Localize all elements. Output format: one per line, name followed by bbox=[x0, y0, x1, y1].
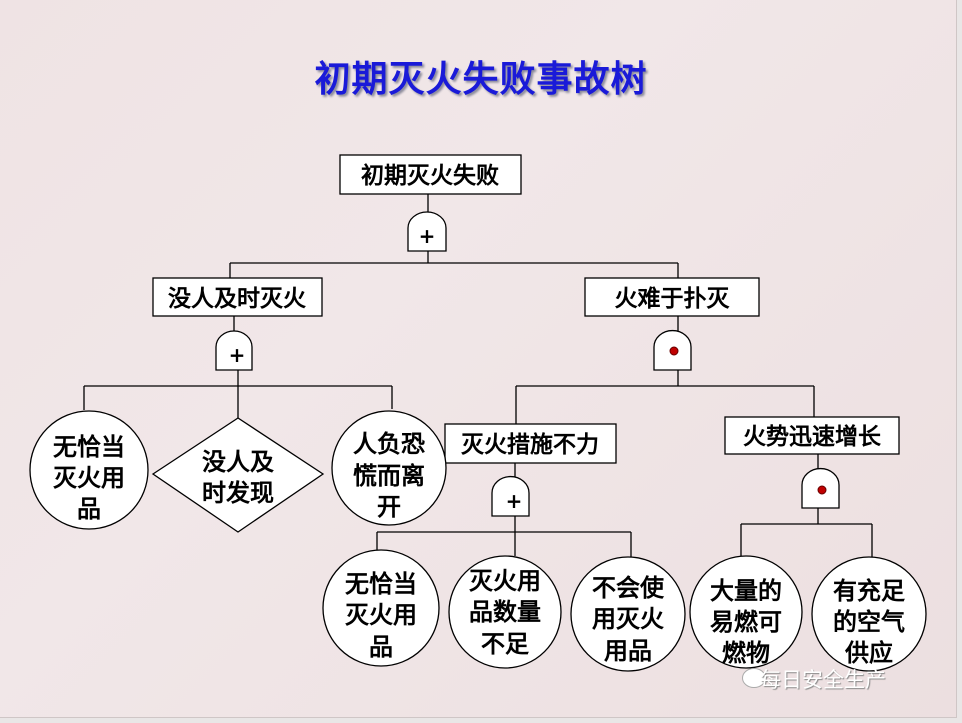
svg-text:火势迅速增长: 火势迅速增长 bbox=[743, 423, 882, 450]
event-r1[interactable]: 灭火措施不力 bbox=[444, 423, 617, 464]
svg-text:火难于扑灭: 火难于扑灭 bbox=[615, 286, 731, 312]
basic-event-b5[interactable] bbox=[811, 556, 927, 672]
basic-event-l1[interactable] bbox=[29, 410, 149, 530]
event-r2[interactable]: 火势迅速增长 bbox=[724, 416, 900, 455]
and-dot-icon bbox=[669, 346, 679, 356]
or-gate-icon bbox=[491, 475, 530, 517]
or-gate-icon bbox=[407, 211, 447, 252]
svg-text:灭火用: 灭火用 bbox=[345, 601, 417, 629]
svg-text:用灭火: 用灭火 bbox=[592, 605, 664, 633]
svg-text:没人及: 没人及 bbox=[202, 448, 274, 476]
svg-text:易燃可: 易燃可 bbox=[710, 608, 782, 636]
basic-event-l3[interactable] bbox=[331, 410, 447, 526]
svg-text:品数量: 品数量 bbox=[469, 598, 541, 626]
svg-text:不会使: 不会使 bbox=[592, 574, 665, 602]
svg-text:灭火用: 灭火用 bbox=[53, 464, 125, 492]
svg-text:没人及时灭火: 没人及时灭火 bbox=[168, 286, 306, 312]
svg-text:用品: 用品 bbox=[604, 637, 652, 665]
event-left[interactable]: 没人及时灭火 bbox=[152, 277, 323, 317]
and-dot-icon bbox=[817, 485, 827, 495]
svg-text:大量的: 大量的 bbox=[710, 577, 782, 605]
or-symbol: + bbox=[506, 489, 523, 513]
or-symbol: + bbox=[229, 343, 246, 367]
svg-text:的空气: 的空气 bbox=[833, 608, 905, 636]
svg-text:品: 品 bbox=[77, 495, 101, 523]
svg-text:燃物: 燃物 bbox=[722, 639, 770, 667]
basic-event-b2[interactable] bbox=[448, 555, 562, 669]
svg-text:无恰当: 无恰当 bbox=[345, 570, 417, 598]
event-right[interactable]: 火难于扑灭 bbox=[584, 277, 760, 317]
or-gate-icon bbox=[215, 330, 253, 371]
basic-event-b1[interactable] bbox=[322, 549, 440, 667]
svg-text:人负恐: 人负恐 bbox=[353, 430, 425, 458]
svg-text:供应: 供应 bbox=[844, 639, 893, 667]
or-symbol: + bbox=[419, 224, 436, 248]
wechat-icon bbox=[742, 668, 766, 688]
svg-text:有充足: 有充足 bbox=[833, 577, 905, 605]
svg-text:灭火用: 灭火用 bbox=[469, 567, 541, 595]
basic-event-b3[interactable] bbox=[570, 556, 686, 672]
svg-text:无恰当: 无恰当 bbox=[53, 433, 125, 461]
svg-text:时发现: 时发现 bbox=[202, 479, 274, 507]
svg-text:开: 开 bbox=[377, 493, 401, 521]
svg-text:品: 品 bbox=[369, 633, 393, 661]
connectors bbox=[83, 194, 873, 557]
svg-text:灭火措施不力: 灭火措施不力 bbox=[461, 431, 599, 458]
basic-event-b4[interactable] bbox=[689, 555, 803, 669]
svg-text:不足: 不足 bbox=[481, 630, 529, 658]
watermark: 每日安全生产 bbox=[760, 668, 886, 692]
event-top[interactable]: 初期灭火失败 bbox=[339, 154, 522, 195]
undeveloped-event-l2[interactable] bbox=[151, 417, 325, 533]
svg-text:慌而离: 慌而离 bbox=[353, 462, 425, 490]
svg-text:初期灭火失败: 初期灭火失败 bbox=[361, 162, 499, 189]
page-title: 初期灭火失败事故树 bbox=[314, 59, 648, 100]
